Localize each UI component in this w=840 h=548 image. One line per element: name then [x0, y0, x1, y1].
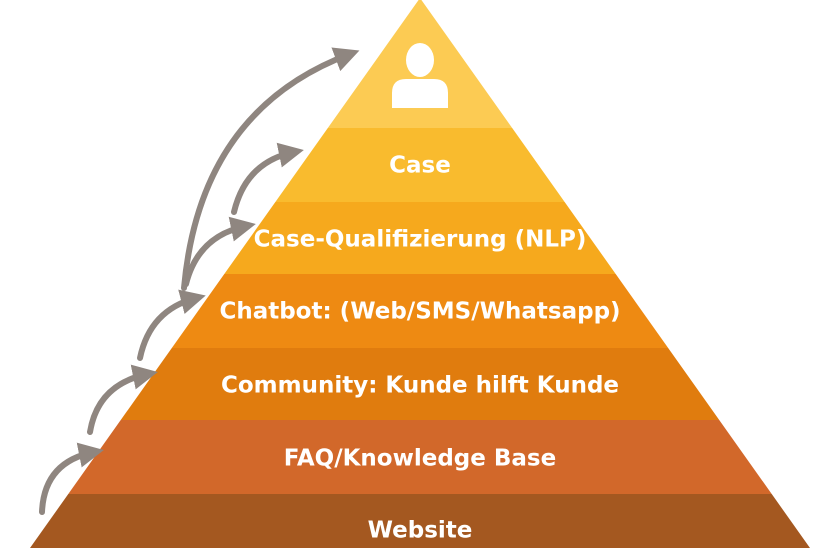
- tier-label-case-qualifizierung: Case-Qualifizierung (NLP): [254, 227, 587, 253]
- tier-website: [30, 494, 810, 548]
- user-icon: [392, 43, 448, 108]
- tier-faq: [30, 420, 810, 494]
- tier-label-community: Community: Kunde hilft Kunde: [221, 373, 619, 399]
- arrow-chatbot-to-top: [181, 47, 360, 291]
- arrow-qualifizierung-to-case: [231, 142, 304, 215]
- arrow-faq-to-community: [87, 364, 158, 435]
- arrow-community-to-chatbot: [137, 289, 206, 361]
- tier-label-faq: FAQ/Knowledge Base: [284, 446, 556, 472]
- escalation-arrows: [39, 47, 360, 515]
- arrow-website-to-faq: [39, 442, 104, 515]
- tier-label-chatbot: Chatbot: (Web/SMS/Whatsapp): [219, 299, 620, 325]
- tier-label-website: Website: [368, 518, 473, 544]
- arrow-chatbot-to-qualifizierung: [183, 216, 256, 287]
- tier-label-case: Case: [389, 153, 451, 179]
